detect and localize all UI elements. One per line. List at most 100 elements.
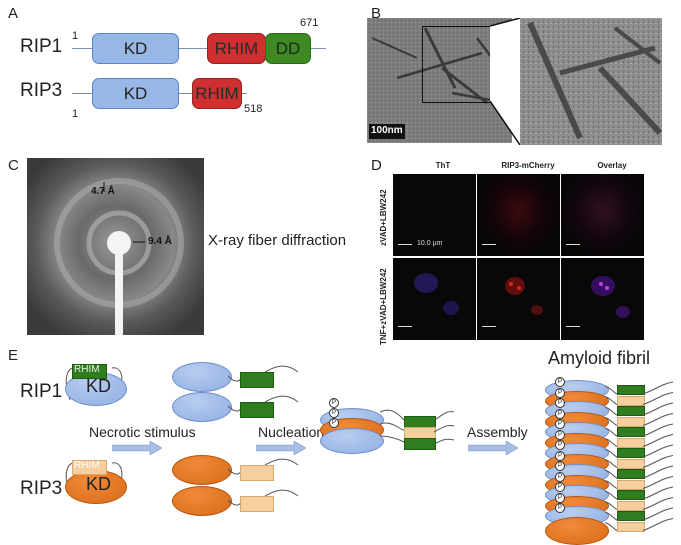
em-image-zoom [520, 18, 662, 145]
fibril-rhim [617, 427, 645, 437]
nucleus-linkers [380, 409, 455, 445]
scale-bar-label: 10.0 μm [417, 240, 443, 247]
rip3-rhim-folded [72, 460, 107, 475]
fibril-phospho-p: P [555, 440, 565, 450]
scale-bar-label: 100nm [371, 125, 403, 136]
micrograph-rip3-control [477, 174, 560, 256]
micrograph-overlay-control [561, 174, 644, 256]
amyloid-fibril-title: Amyloid fibril [548, 348, 651, 368]
e-rip1-label: RIP1 [20, 381, 63, 402]
fibril-rhim [617, 479, 645, 490]
fibril-phospho-p: P [555, 471, 565, 482]
overlay-signal [566, 276, 630, 327]
col-header-overlay: Overlay [597, 161, 627, 170]
rip1-unfolded-kd-2 [172, 392, 232, 422]
micrograph-tht-treated [393, 258, 476, 340]
arrow-necrotic [112, 441, 162, 455]
fibril-rhim [617, 395, 645, 406]
fibril-phospho-p: P [555, 429, 565, 440]
fibril-rhim [617, 511, 645, 521]
fibril-rhim [617, 458, 645, 469]
rip3-end: 518 [244, 103, 263, 115]
phospho-p-3: P [329, 418, 339, 428]
xray-diffraction-image: 4.7 Å 9.4 Å [27, 158, 204, 335]
d-spacing-9-4: 9.4 Å [148, 236, 172, 247]
rip1-backbone [72, 48, 326, 49]
step-necrotic-stimulus: Necrotic stimulus [89, 424, 196, 440]
rip3-start: 1 [72, 108, 79, 120]
rip1-unfolded-rhim-1 [240, 372, 274, 388]
e-rip3-label: RIP3 [20, 478, 63, 499]
fibril-rhim [617, 385, 645, 395]
d-spacing-4-7: 4.7 Å [91, 186, 115, 197]
rip1-kd-label: KD [86, 376, 112, 396]
em-fibrils-overview [367, 18, 512, 143]
rip1-label: RIP1 [20, 36, 63, 57]
rip3-signal [482, 277, 543, 327]
zoom-connectors [490, 18, 521, 145]
step-assembly: Assembly [467, 424, 528, 440]
rip1-start: 1 [72, 30, 79, 42]
nucleus-rip1-kd-2 [320, 428, 384, 454]
rip3-kd-domain: KD [92, 78, 179, 109]
rip3-rhim-domain: RHIM [192, 78, 242, 109]
fibril-rhim [617, 406, 645, 416]
nucleus-rhim-3 [404, 438, 436, 450]
arrow-nucleation [256, 441, 306, 455]
rip3-label: RIP3 [20, 80, 63, 101]
fibril-rhim [617, 490, 645, 500]
row-label-tnf-zvad: TNF+zVAD+LBW242 [379, 268, 388, 345]
fibril-phospho-p: P [555, 398, 565, 408]
rip1-unfolded-rhim-2 [240, 402, 274, 418]
em-fibrils-zoom [520, 18, 662, 145]
phospho-p-2: P [329, 408, 339, 418]
step-nucleation: Nucleation [258, 424, 325, 440]
rip1-dd-domain: DD [265, 33, 311, 64]
fibril-phospho-p: P [555, 419, 565, 429]
panel-label-d: D [371, 157, 382, 174]
fibril-phospho-p: P [555, 492, 565, 503]
micrograph-rip3-treated [477, 258, 560, 340]
rip3-unfolded-rhim-2 [240, 496, 274, 512]
fibril-rhim [617, 500, 645, 511]
fibril-linkers [604, 381, 674, 531]
panel-label-c: C [8, 157, 19, 174]
rip1-rhim-domain: RHIM [207, 33, 266, 64]
diffraction-pattern [27, 158, 204, 335]
fibril-phospho-p: P [555, 408, 565, 419]
scale-bar-box [369, 124, 405, 139]
fibril-phospho-p: P [555, 461, 565, 471]
rip1-rhim-folded [72, 364, 107, 379]
fibril-rhim [617, 416, 645, 427]
micrograph-overlay-treated [561, 258, 644, 340]
panel-label-a: A [8, 5, 19, 22]
fibril-rhim [617, 521, 645, 532]
fibril-phospho-p: P [555, 503, 565, 513]
tht-signal [398, 273, 459, 327]
panel-label-b: B [371, 5, 382, 22]
fibril-phospho-p: P [555, 450, 565, 461]
phospho-p-1: P [329, 398, 339, 408]
fibril-rhim [617, 448, 645, 458]
rip3-rhim-label: RHIM [74, 460, 100, 471]
rip1-rhim-label: RHIM [74, 364, 100, 375]
col-header-tht: ThT [435, 161, 451, 170]
rip3-kd-label: KD [86, 474, 112, 494]
rip3-unfolded-kd-1 [172, 455, 232, 485]
micrograph-tht-control: 10.0 μm [393, 174, 476, 256]
panel-label-e: E [8, 347, 19, 364]
rip3-unfolded-kd-2 [172, 486, 232, 516]
rip1-unfolded-kd-1 [172, 362, 232, 392]
rip3-unfolded-rhim-1 [240, 465, 274, 481]
xray-caption: X-ray fiber diffraction [208, 232, 347, 249]
scale-bar [482, 244, 496, 245]
fibril-rhim [617, 469, 645, 479]
fibril-phospho-p: P [555, 387, 565, 398]
em-image-overview: 100nm [367, 18, 512, 143]
zoom-box [422, 26, 494, 103]
rip1-kd-domain: KD [92, 33, 179, 64]
col-header-rip3-mcherry: RIP3-mCherry [501, 161, 555, 170]
fibril-rhim [617, 437, 645, 448]
scale-bar [566, 244, 580, 245]
